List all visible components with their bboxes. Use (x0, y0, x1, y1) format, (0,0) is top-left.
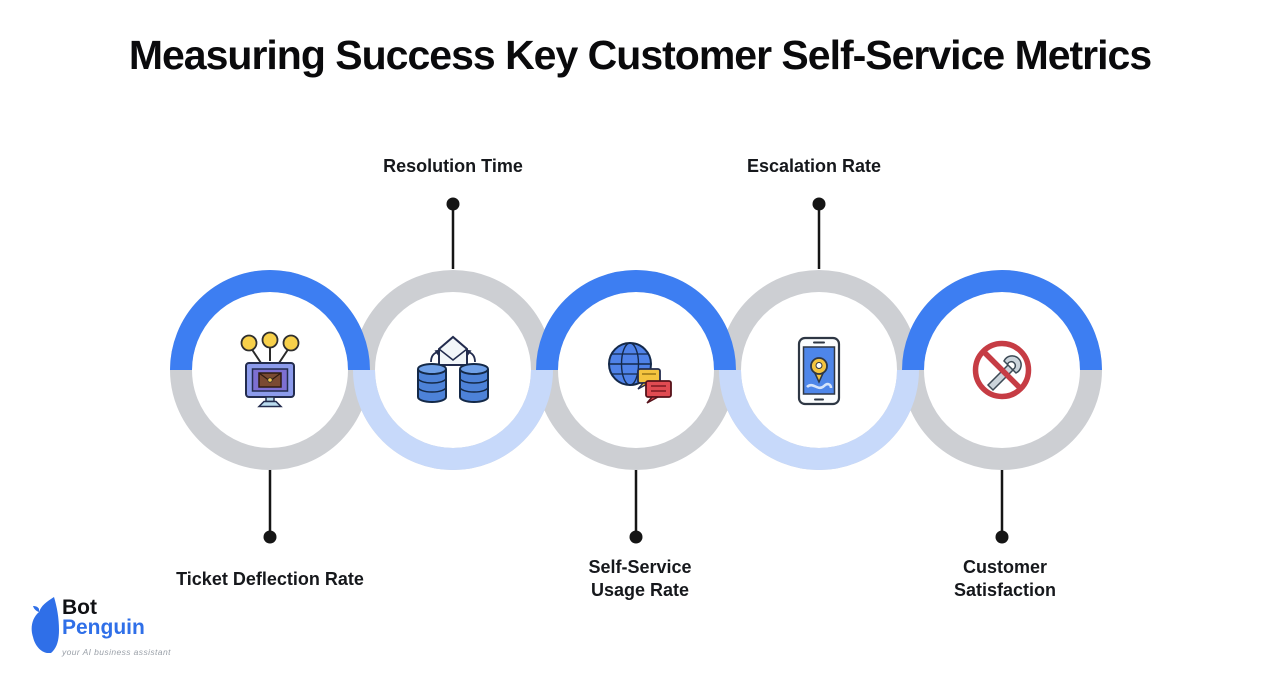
metric-label-customer-satisfaction: Customer Satisfaction (953, 557, 1057, 600)
brand-name-bot: Bot (62, 596, 97, 619)
connector-bottom-1 (263, 470, 277, 544)
database-cylinder-left (417, 363, 447, 403)
brand-tagline: your AI business assistant (62, 647, 171, 657)
colored-half-arcs (170, 270, 1102, 470)
ring-arc-blue-top-1 (170, 270, 370, 371)
penguin-icon (31, 597, 59, 653)
databases-mail-icon (417, 335, 489, 403)
connector-bottom-5 (995, 470, 1009, 544)
metric-label-escalation-rate: Escalation Rate (746, 156, 882, 176)
ring-arc-blue-top-3 (536, 270, 736, 371)
botpenguin-logo: Bot Penguin your AI business assistant (26, 595, 206, 665)
ring-arc-blue-top-5 (902, 270, 1102, 371)
brand-name-penguin: Penguin (62, 616, 145, 639)
chat-bubble-yellow (637, 368, 661, 390)
connector-top-4 (812, 197, 826, 269)
chat-bubble-red (645, 380, 672, 404)
page-title: Measuring Success Key Customer Self-Serv… (128, 32, 1152, 78)
phone-map-icon (797, 336, 841, 406)
metric-label-ticket-deflection-rate: Ticket Deflection Rate (176, 568, 364, 589)
database-cylinder-right (459, 363, 489, 403)
connector-bottom-3 (629, 470, 643, 544)
connectors (263, 197, 1009, 544)
metric-label-resolution-time: Resolution Time (383, 156, 523, 176)
monitor-notifications-icon (240, 331, 300, 408)
connector-top-2 (446, 197, 460, 269)
globe-chat-icon (608, 342, 672, 404)
ring-arc-lightblue-bottom-4 (719, 369, 919, 470)
ring-arc-lightblue-bottom-2 (353, 369, 553, 470)
metric-label-self-service-usage-rate: Self-Service Usage Rate (588, 557, 692, 600)
no-tools-icon (972, 340, 1032, 400)
